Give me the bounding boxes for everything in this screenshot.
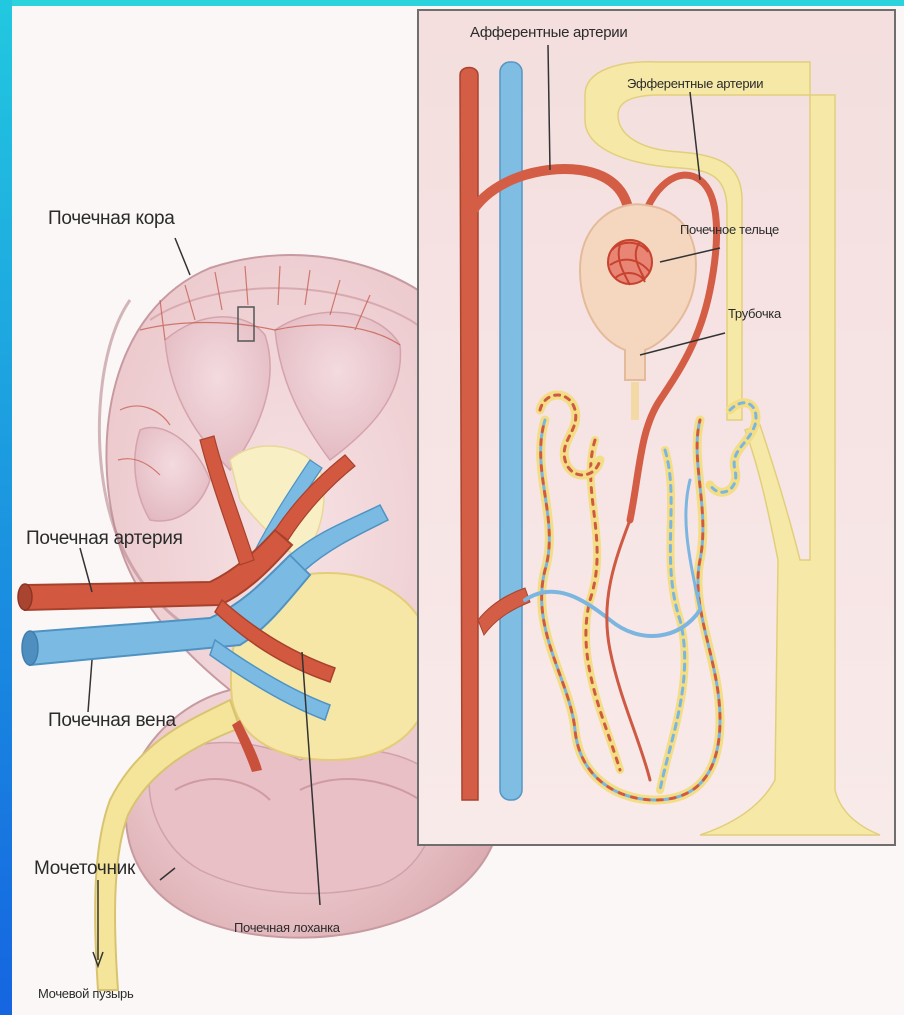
kidney-diagram: Почечная кора Почечная артерия Почечная … bbox=[12, 6, 904, 1015]
diagram-drawing bbox=[12, 6, 904, 1015]
glomerulus bbox=[608, 240, 652, 285]
label-renal-cortex: Почечная кора bbox=[48, 208, 175, 230]
label-renal-pelvis: Почечная лоханка bbox=[234, 920, 340, 935]
label-ureter: Мочеточник bbox=[34, 858, 135, 880]
label-bladder: Мочевой пузырь bbox=[38, 986, 133, 1001]
label-afferent-arteries: Афферентные артерии bbox=[470, 24, 627, 41]
label-glomerulus: Почечное тельце bbox=[680, 222, 779, 237]
artery-column bbox=[460, 68, 478, 801]
label-renal-artery: Почечная артерия bbox=[26, 528, 183, 550]
nephron-inset bbox=[418, 10, 895, 845]
label-efferent-arteries: Эфферентные артерии bbox=[627, 76, 763, 91]
label-tubule: Трубочка bbox=[728, 306, 781, 321]
slide-border-left bbox=[0, 0, 12, 1015]
label-renal-vein: Почечная вена bbox=[48, 710, 176, 732]
